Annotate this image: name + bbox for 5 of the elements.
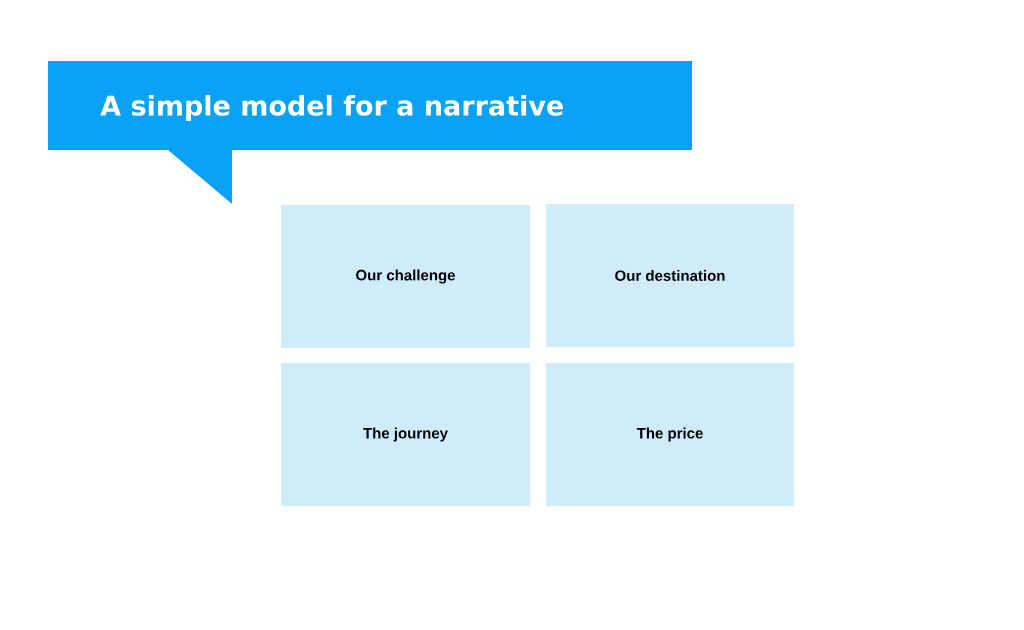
title: A simple model for a narrative [100,94,563,122]
text-card: The price [546,363,794,506]
text-card: The journey [281,363,530,506]
text-card: Our challenge [281,205,530,348]
text-card: Our destination [546,204,794,347]
